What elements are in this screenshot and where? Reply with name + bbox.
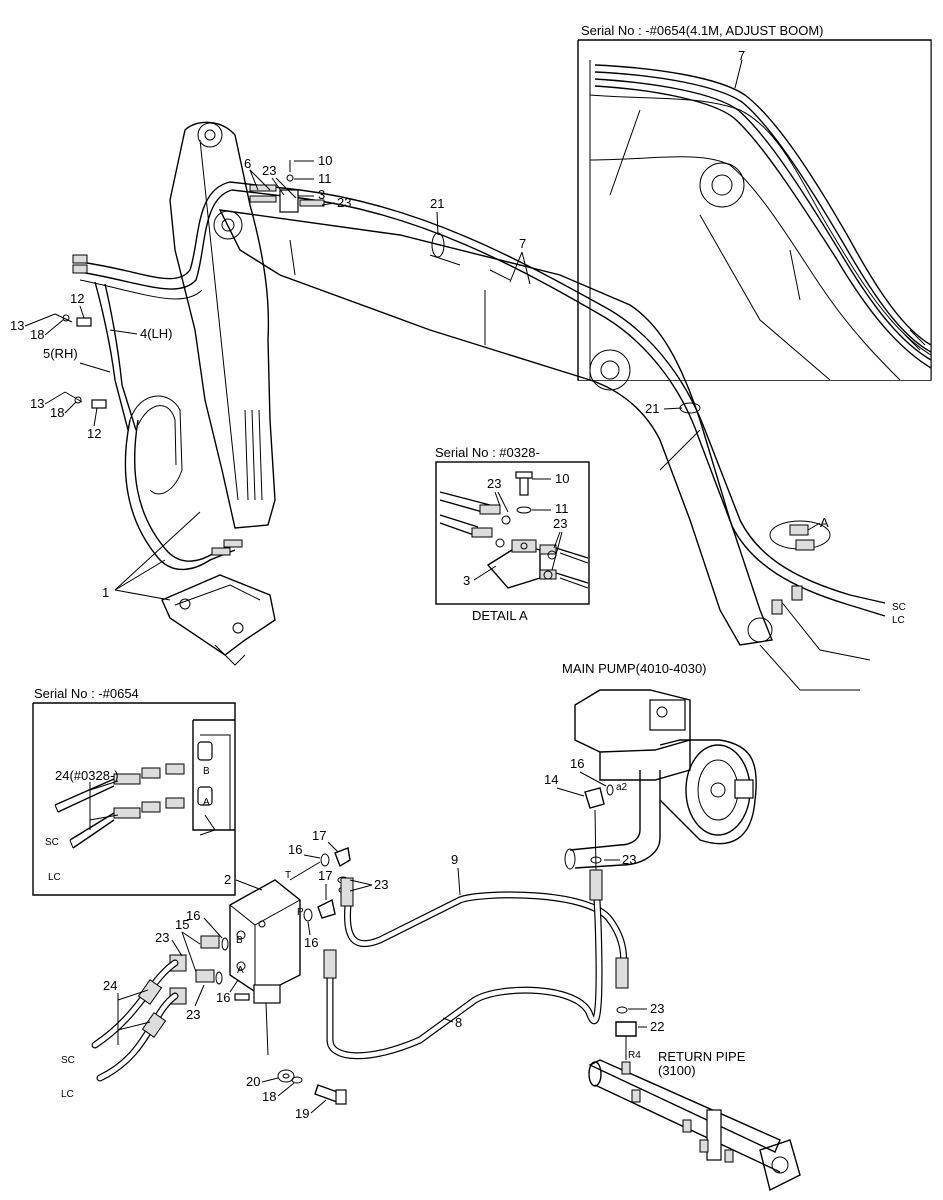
pipe-9 <box>340 877 629 989</box>
detail-callout-11: 11 <box>555 501 569 516</box>
pump-port-a2: a2 <box>616 782 628 793</box>
pipe-8 <box>323 869 603 1060</box>
valve-port-T: T <box>285 870 291 881</box>
callout-23-right: 23 <box>337 195 351 210</box>
callout-13-upper: 13 <box>10 318 24 333</box>
boom-hose-runs <box>72 181 886 617</box>
inset-label-SC: SC <box>45 837 59 848</box>
callout-23-upper: 23 <box>262 163 276 178</box>
inset-callout-7: 7 <box>738 48 745 63</box>
pump-callout-23: 23 <box>622 852 636 867</box>
pump-callout-16: 16 <box>570 756 584 771</box>
inset-valve-ports: Serial No : -#0654 B A 24(#0328-) SC LC <box>32 686 236 896</box>
callout-16-bottom: 16 <box>216 990 230 1005</box>
callout-18-lower: 18 <box>50 405 64 420</box>
return-callout-23: 23 <box>650 1001 664 1016</box>
callout-3: 3 <box>318 187 325 202</box>
inset-adjust-boom-header: Serial No : -#0654(4.1M, ADJUST BOOM) <box>581 23 824 38</box>
return-port-R4: R4 <box>628 1050 641 1061</box>
hoses-24 <box>91 959 179 1082</box>
valve-port-P: P <box>297 907 304 918</box>
detail-a-box: Serial No : #0328- 10 23 11 23 <box>435 445 590 623</box>
detail-callout-3: 3 <box>463 573 470 588</box>
boom-assembly <box>169 121 871 691</box>
callout-4-LH: 4(LH) <box>140 326 173 341</box>
piping-callouts: 2 T 17 16 17 23 P 16 15 16 23 24 23 16 S… <box>61 828 462 1121</box>
main-pump-caption: MAIN PUMP(4010-4030) <box>562 661 707 676</box>
callout-17-upper: 17 <box>312 828 326 843</box>
inset-label-LC: LC <box>48 872 61 883</box>
callout-23-left: 23 <box>155 930 169 945</box>
callout-15: 15 <box>175 917 189 932</box>
callout-19: 19 <box>295 1106 309 1121</box>
detail-a-caption: DETAIL A <box>472 608 528 623</box>
callout-21-lower: 21 <box>645 401 659 416</box>
callout-9: 9 <box>451 852 458 867</box>
callout-16-p: 16 <box>304 935 318 950</box>
inset-callout-24: 24(#0328-) <box>55 768 119 783</box>
callout-13-lower: 13 <box>30 396 44 411</box>
quick-coupler <box>161 574 276 666</box>
detail-a-header: Serial No : #0328- <box>435 445 540 460</box>
callout-24: 24 <box>103 978 117 993</box>
boom-label-LC: LC <box>892 615 905 626</box>
valve-mount-bolts <box>277 1069 347 1105</box>
pump-callout-14: 14 <box>544 772 558 787</box>
callout-8: 8 <box>455 1015 462 1030</box>
control-valve-2: B A <box>229 879 301 1056</box>
boom-manifold <box>249 160 325 213</box>
return-pipe: 23 22 R4 RETURN PIPE (3100) <box>588 1001 801 1192</box>
valve-port-A: A <box>237 965 244 976</box>
callout-16-left: 16 <box>186 908 200 923</box>
callout-16-upper: 16 <box>288 842 302 857</box>
return-pipe-caption-1: RETURN PIPE <box>658 1049 746 1064</box>
callout-1: 1 <box>102 585 109 600</box>
callout-17-lower: 17 <box>318 868 332 883</box>
callout-6: 6 <box>244 156 251 171</box>
inset-adjust-boom: Serial No : -#0654(4.1M, ADJUST BOOM) 7 <box>577 23 932 381</box>
callout-A: A <box>820 515 829 530</box>
valve-port-B: B <box>236 935 243 946</box>
inset-port-A: A <box>203 797 210 808</box>
label-SC: SC <box>61 1055 75 1066</box>
return-pipe-caption-2: (3100) <box>658 1063 696 1078</box>
callout-7: 7 <box>519 236 526 251</box>
boom-callouts: 6 23 10 11 3 23 21 7 21 A SC LC 12 13 18… <box>10 153 906 626</box>
callout-12-upper: 12 <box>70 291 84 306</box>
callout-18-upper: 18 <box>30 327 44 342</box>
main-pump: 14 16 a2 23 MAIN PUMP(4010-4030) <box>544 661 757 871</box>
detail-callout-10: 10 <box>555 471 569 486</box>
inset-port-B: B <box>203 766 210 777</box>
callout-18: 18 <box>262 1089 276 1104</box>
boom-label-SC: SC <box>892 602 906 613</box>
callout-12-lower: 12 <box>87 426 101 441</box>
callout-21-upper: 21 <box>430 196 444 211</box>
callout-23-bottom: 23 <box>186 1007 200 1022</box>
inset-valve-header: Serial No : -#0654 <box>34 686 139 701</box>
return-callout-22: 22 <box>650 1019 664 1034</box>
callout-11: 11 <box>318 171 332 186</box>
callout-20: 20 <box>246 1074 260 1089</box>
callout-5-RH: 5(RH) <box>43 346 78 361</box>
callout-10: 10 <box>318 153 332 168</box>
detail-callout-23-lower: 23 <box>553 516 567 531</box>
detail-callout-23-upper: 23 <box>487 476 501 491</box>
callout-23-hose: 23 <box>374 877 388 892</box>
label-LC: LC <box>61 1089 74 1100</box>
callout-2: 2 <box>224 872 231 887</box>
